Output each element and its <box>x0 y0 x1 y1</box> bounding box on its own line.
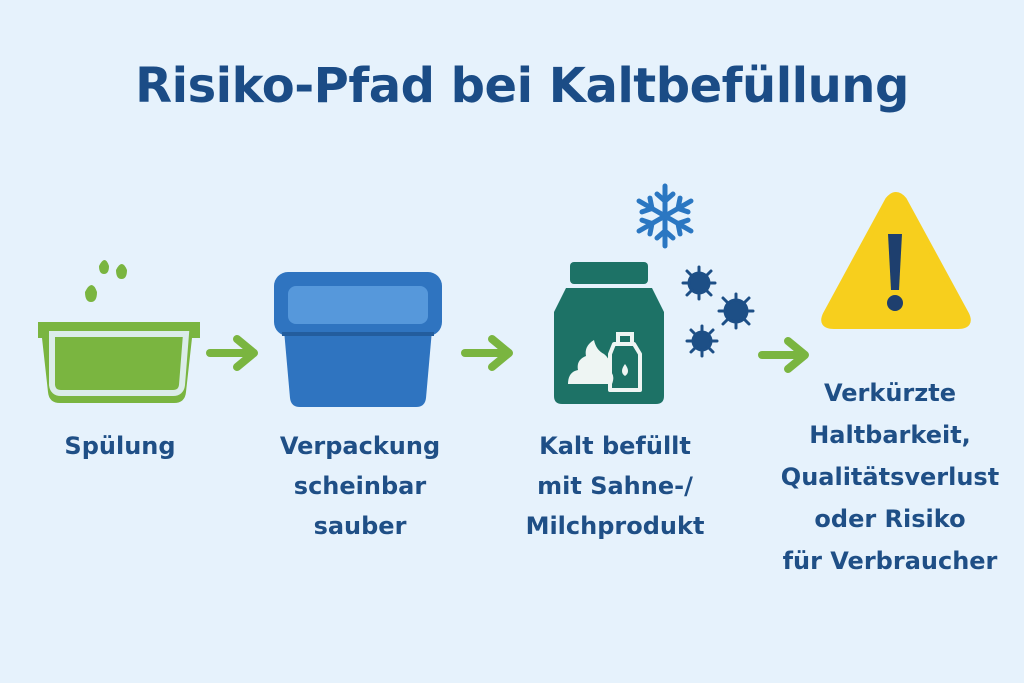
arrow-icon <box>758 337 809 373</box>
microbe-icon <box>717 292 755 330</box>
microbe-icon <box>681 265 717 301</box>
arrow-icon <box>461 335 513 371</box>
step-label-cold-filled: Kalt befüllt mit Sahne-/ Milchprodukt <box>525 432 705 540</box>
step-label-packaging: Verpackung scheinbar sauber <box>279 432 441 540</box>
page-title: Risiko-Pfad bei Kaltbefüllung <box>135 58 909 114</box>
rinsing-bowl-icon <box>38 260 200 403</box>
dairy-jar-icon <box>554 262 664 404</box>
snowflake-icon <box>636 183 694 249</box>
container-icon <box>274 272 442 407</box>
arrow-icon <box>206 335 258 371</box>
microbe-icon <box>685 324 719 358</box>
step-label-consequence: Verkürzte Haltbarkeit, Qualitätsverlust … <box>780 379 1000 575</box>
step-label-rinsing: Spülung <box>64 432 176 460</box>
warning-icon <box>821 192 971 329</box>
